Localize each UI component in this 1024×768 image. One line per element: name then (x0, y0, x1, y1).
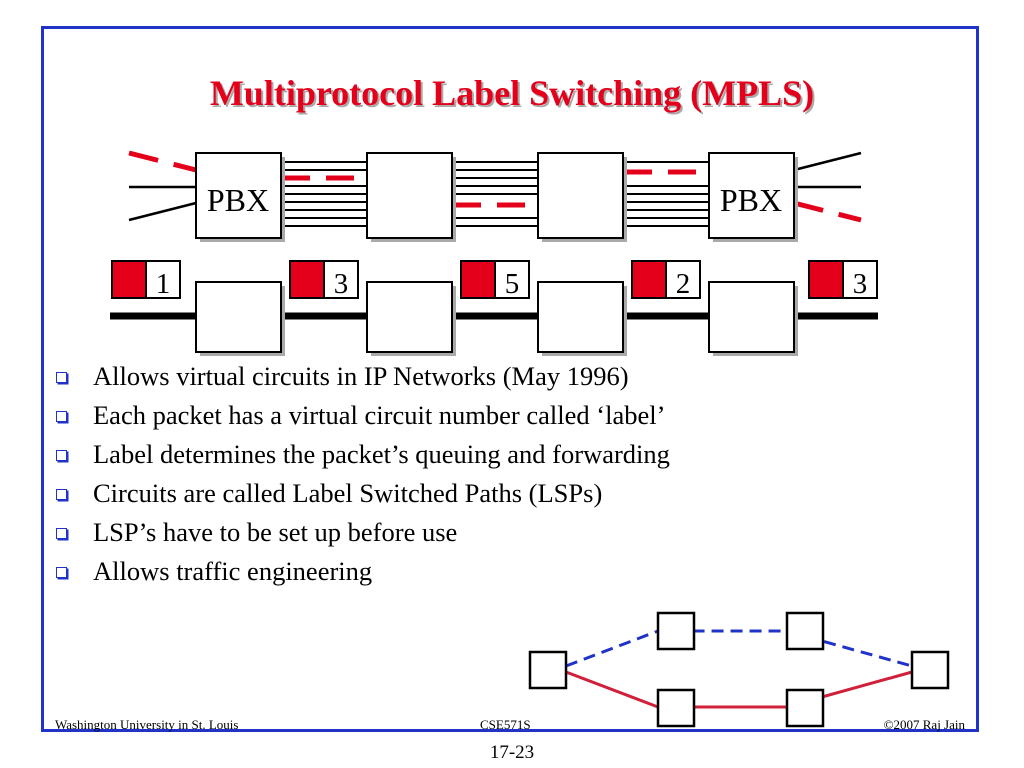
bullet-text: Each packet has a virtual circuit number… (93, 400, 666, 430)
right-line (793, 151, 862, 172)
te-node-destination (910, 650, 950, 690)
router-box-1 (195, 281, 282, 353)
bullet-item: Circuits are called Label Switched Paths… (55, 474, 670, 513)
bullet-box-icon (56, 450, 67, 461)
packet-label: 5 (505, 268, 520, 300)
router-box-2 (366, 281, 453, 353)
packet-4: 2 (631, 260, 701, 300)
bullet-box-icon (56, 528, 67, 539)
trunk-bundle-1 (282, 161, 368, 227)
packet-label: 2 (676, 268, 691, 300)
solid-path (565, 670, 913, 709)
te-node-source (528, 650, 568, 690)
bullet-text: Allows virtual circuits in IP Networks (… (93, 361, 629, 391)
packet-label: 3 (334, 268, 349, 300)
bullet-text: Allows traffic engineering (93, 556, 373, 586)
traffic-engineering-diagram (528, 611, 950, 728)
bullet-item: Each packet has a virtual circuit number… (55, 396, 670, 435)
bullet-box-icon (56, 372, 67, 383)
bullet-box-icon (56, 489, 67, 500)
page-number: 17-23 (489, 742, 535, 763)
packet-2: 3 (289, 260, 359, 300)
router-box-3 (537, 281, 624, 353)
bullet-text: Label determines the packet’s queuing an… (93, 439, 670, 469)
pbx-right-label: PBX (720, 182, 782, 218)
switch-box-1 (366, 152, 453, 239)
te-node-top-2 (785, 611, 825, 651)
packet-label: 3 (853, 268, 868, 300)
pbx-right-box (708, 152, 795, 239)
slide-frame (41, 26, 979, 732)
dashed-path (565, 629, 913, 668)
slide-title: Multiprotocol Label Switching (MPLS) (209, 73, 815, 113)
switch-box-2 (537, 152, 624, 239)
te-node-bottom-2 (785, 688, 825, 728)
bullet-text: Circuits are called Label Switched Paths… (93, 478, 603, 508)
bullet-item: Allows virtual circuits in IP Networks (… (55, 357, 670, 396)
circuit-diagram: PBX PBX (128, 150, 862, 242)
packet-3: 5 (460, 260, 530, 300)
packet-5: 3 (808, 260, 878, 300)
te-node-bottom-1 (656, 688, 696, 728)
footer-right: ©2007 Raj Jain (883, 717, 965, 732)
trunk-bundle-2 (453, 161, 539, 227)
left-line (128, 201, 197, 222)
bullet-text: LSP’s have to be set up before use (93, 517, 458, 547)
right-dashed-circuit (793, 200, 862, 223)
te-node-top-1 (656, 611, 696, 651)
footer-left: Washington University in St. Louis (55, 717, 239, 732)
bullet-box-icon (56, 411, 67, 422)
packet-1: 1 (111, 260, 181, 300)
bullet-item: Allows traffic engineering (55, 552, 670, 591)
label-diagram: 1 3 5 2 3 (110, 260, 878, 356)
bullet-box-icon (56, 567, 67, 578)
bullet-list: Allows virtual circuits in IP Networks (… (55, 357, 670, 591)
router-box-4 (708, 281, 795, 353)
trunk-bundle-3 (624, 161, 710, 227)
left-dashed-circuit (128, 150, 197, 173)
packet-label: 1 (156, 268, 171, 300)
pbx-left-box (195, 152, 282, 239)
bullet-item: LSP’s have to be set up before use (55, 513, 670, 552)
bullet-item: Label determines the packet’s queuing an… (55, 435, 670, 474)
footer-center: CSE571S (480, 717, 531, 732)
pbx-left-label: PBX (207, 182, 269, 218)
